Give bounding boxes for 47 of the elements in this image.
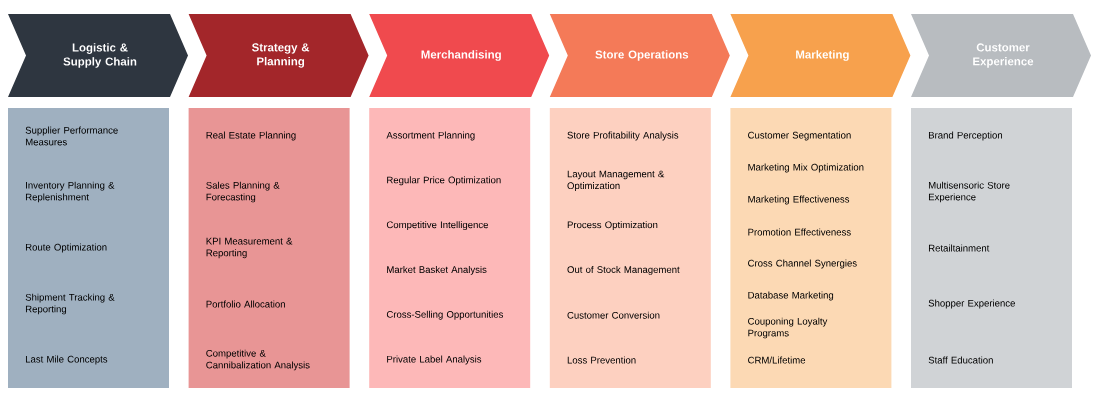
list-item: Layout Management & Optimization — [567, 170, 665, 191]
list-item: Marketing Effectiveness — [748, 195, 850, 205]
list-item: Store Profitability Analysis — [567, 131, 679, 141]
chevron-header: Logistic & Supply Chain — [8, 14, 188, 97]
chevron-header: Marketing — [730, 14, 911, 97]
list-item: Market Basket Analysis — [387, 265, 487, 275]
chevron-header: Strategy & Planning — [188, 14, 369, 97]
list-item: Loss Prevention — [567, 356, 636, 364]
chevron-header: Merchandising — [369, 14, 550, 97]
category-panel — [369, 108, 531, 388]
list-item: Marketing Mix Optimization — [748, 163, 864, 173]
list-item: Competitive & Cannibalization Analysis — [206, 349, 310, 371]
chevron-header: Store Operations — [549, 14, 730, 97]
list-item: KPI Measurement & Reporting — [206, 237, 293, 259]
category-panel — [188, 108, 350, 388]
list-item: Regular Price Optimization — [387, 176, 501, 186]
list-item: Real Estate Planning — [206, 131, 296, 141]
list-item: Cross-Selling Opportunities — [386, 310, 503, 320]
category-panel — [8, 108, 169, 388]
category-panel — [549, 108, 711, 388]
list-item: Last Mile Concepts — [26, 355, 108, 365]
list-item: Couponing Loyalty Programs — [748, 317, 828, 339]
list-item: Brand Perception — [929, 131, 1002, 141]
list-item: Multisensoric Store Experience — [929, 181, 1010, 203]
list-item: Assortment Planning — [386, 131, 475, 141]
list-item: Database Marketing — [748, 291, 834, 301]
list-item: Process Optimization — [567, 221, 658, 231]
list-item: Shipment Tracking & Reporting — [25, 293, 115, 315]
list-item: Customer Conversion — [567, 311, 660, 319]
list-item: Promotion Effectiveness — [748, 228, 851, 236]
list-item: Inventory Planning & Replenishment — [26, 181, 115, 203]
list-item: Competitive Intelligence — [386, 221, 489, 231]
list-item: Customer Segmentation — [748, 131, 851, 141]
list-item: Shopper Experience — [928, 299, 1015, 309]
list-item: Supplier Performance Measures — [25, 126, 118, 146]
list-item: Retailtainment — [929, 244, 990, 252]
category-panel — [911, 108, 1072, 388]
list-item: Private Label Analysis — [387, 355, 482, 365]
list-item: Route Optimization — [26, 243, 107, 253]
chevron-header: Customer Experience — [911, 14, 1091, 97]
list-item: CRM/Lifetime — [748, 356, 806, 364]
list-item: Cross Channel Synergies — [748, 259, 857, 269]
list-item: Out of Stock Management — [567, 265, 680, 275]
category-panel — [730, 108, 892, 388]
list-item: Staff Education — [928, 356, 993, 364]
list-item: Sales Planning & Forecasting — [206, 181, 280, 203]
list-item: Portfolio Allocation — [206, 300, 285, 308]
